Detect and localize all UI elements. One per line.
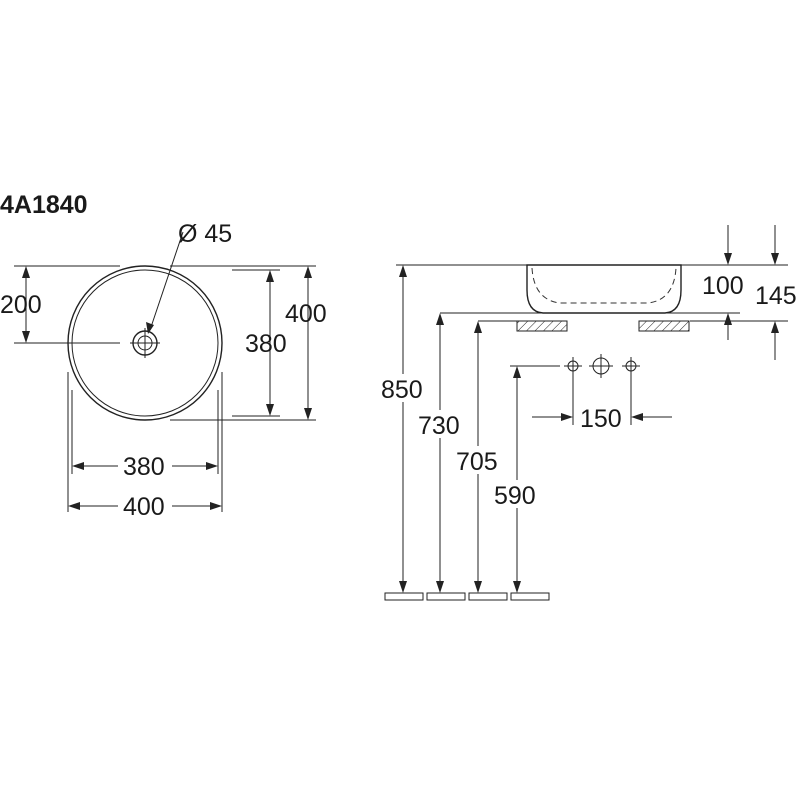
dim-100-label: 100 (702, 272, 744, 300)
top-view: Ø 45 200 380 400 380 (0, 220, 327, 521)
drain-diameter-label: Ø 45 (178, 220, 232, 248)
counter-left-section (516, 320, 568, 332)
side-view: 100 145 150 (378, 225, 797, 601)
counter-right-section (638, 320, 690, 332)
dim-380-horizontal-label: 380 (123, 453, 165, 481)
dim-150-label: 150 (580, 405, 622, 433)
tap-holes (564, 354, 640, 378)
basin-outline (526, 264, 682, 314)
model-number: 4A1840 (0, 191, 88, 219)
drain-leader-line (149, 231, 184, 331)
dim-400-horizontal-label: 400 (123, 493, 165, 521)
floor-block-3 (468, 592, 508, 601)
floor-block-1 (384, 592, 424, 601)
dim-200-label: 200 (0, 291, 42, 319)
dim-590-label: 590 (494, 482, 536, 510)
basin-inner-dashed (531, 267, 677, 304)
dim-400-vertical-label: 400 (285, 300, 327, 328)
dim-145-label: 145 (755, 282, 797, 310)
floor-block-2 (426, 592, 466, 601)
dim-705-label: 705 (456, 448, 498, 476)
dim-850-label: 850 (381, 376, 423, 404)
floor-block-4 (510, 592, 550, 601)
dim-730-label: 730 (418, 412, 460, 440)
dim-380-vertical-label: 380 (245, 330, 287, 358)
